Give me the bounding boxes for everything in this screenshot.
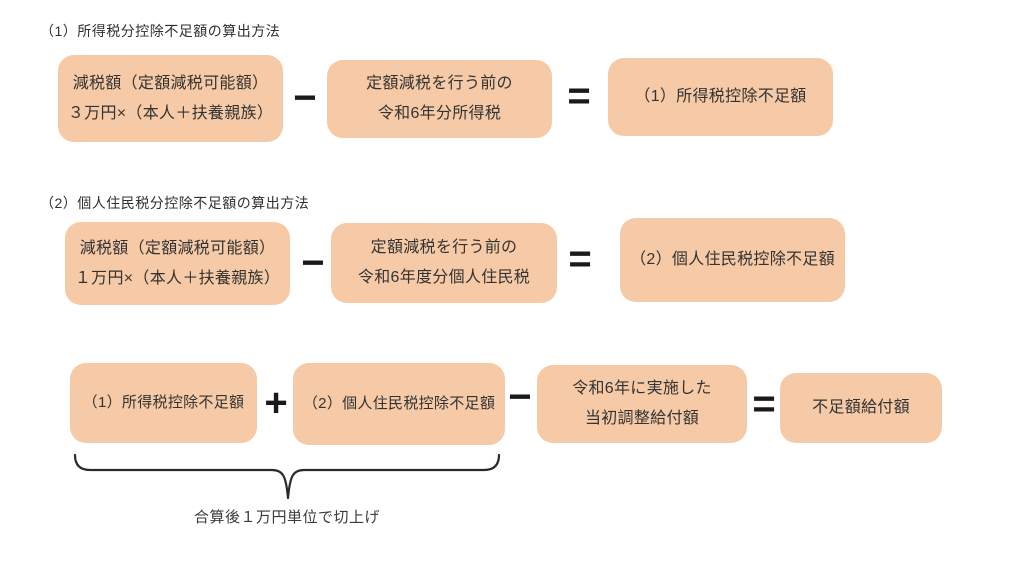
formula1-result-box: （1）所得税控除不足額 xyxy=(608,58,833,136)
formula1-subtrahend-line2: 令和6年分所得税 xyxy=(377,105,502,122)
formula1-minuend-line2: ３万円×（本人＋扶養親族） xyxy=(67,104,274,122)
plus-operator: + xyxy=(264,381,288,425)
minus-operator: − xyxy=(508,375,532,419)
brace-note: 合算後１万円単位で切上げ xyxy=(193,509,380,526)
equals-operator: = xyxy=(752,382,776,426)
formula2-minuend-box: 減税額（定額減税可能額） １万円×（本人＋扶養親族） xyxy=(65,222,290,305)
formula3-term1-box: （1）所得税控除不足額 xyxy=(70,363,257,443)
minus-operator: − xyxy=(293,76,317,120)
formula3-term3-box: 令和6年に実施した 当初調整給付額 xyxy=(537,365,747,443)
formula3-term3-line1: 令和6年に実施した xyxy=(572,380,712,398)
section1-heading: （1）所得税分控除不足額の算出方法 xyxy=(40,23,281,39)
formula3-result-box: 不足額給付額 xyxy=(780,373,942,443)
formula2-subtrahend-line2: 令和6年度分個人住民税 xyxy=(357,269,531,286)
formula3-term2-box: （2）個人住民税控除不足額 xyxy=(293,363,505,445)
section2-heading: （2）個人住民税分控除不足額の算出方法 xyxy=(40,195,310,211)
formula2-minuend-line1: 減税額（定額減税可能額） xyxy=(79,239,276,257)
equals-operator: = xyxy=(567,74,591,118)
formula2-result-label: （2）個人住民税控除不足額 xyxy=(630,251,835,269)
formula3-term2-label: （2）個人住民税控除不足額 xyxy=(302,395,496,413)
formula2-result-box: （2）個人住民税控除不足額 xyxy=(620,218,845,302)
formula1-subtrahend-box: 定額減税を行う前の 令和6年分所得税 xyxy=(327,60,552,138)
formula3-term1-label: （1）所得税控除不足額 xyxy=(82,394,245,412)
equals-operator: = xyxy=(568,237,592,281)
formula1-minuend-box: 減税額（定額減税可能額） ３万円×（本人＋扶養親族） xyxy=(58,55,283,142)
formula1-minuend-line1: 減税額（定額減税可能額） xyxy=(72,74,269,92)
formula1-subtrahend-line1: 定額減税を行う前の xyxy=(366,75,513,93)
formula2-minuend-line2: １万円×（本人＋扶養親族） xyxy=(74,269,281,287)
underbrace-icon xyxy=(73,453,501,500)
formula3-term3-line2: 当初調整給付額 xyxy=(584,410,700,427)
formula2-subtrahend-box: 定額減税を行う前の 令和6年度分個人住民税 xyxy=(331,223,557,303)
formula1-result-label: （1）所得税控除不足額 xyxy=(634,88,807,106)
minus-operator: − xyxy=(301,241,325,285)
formula3-result-label: 不足額給付額 xyxy=(812,399,910,417)
formula2-subtrahend-line1: 定額減税を行う前の xyxy=(370,239,518,257)
